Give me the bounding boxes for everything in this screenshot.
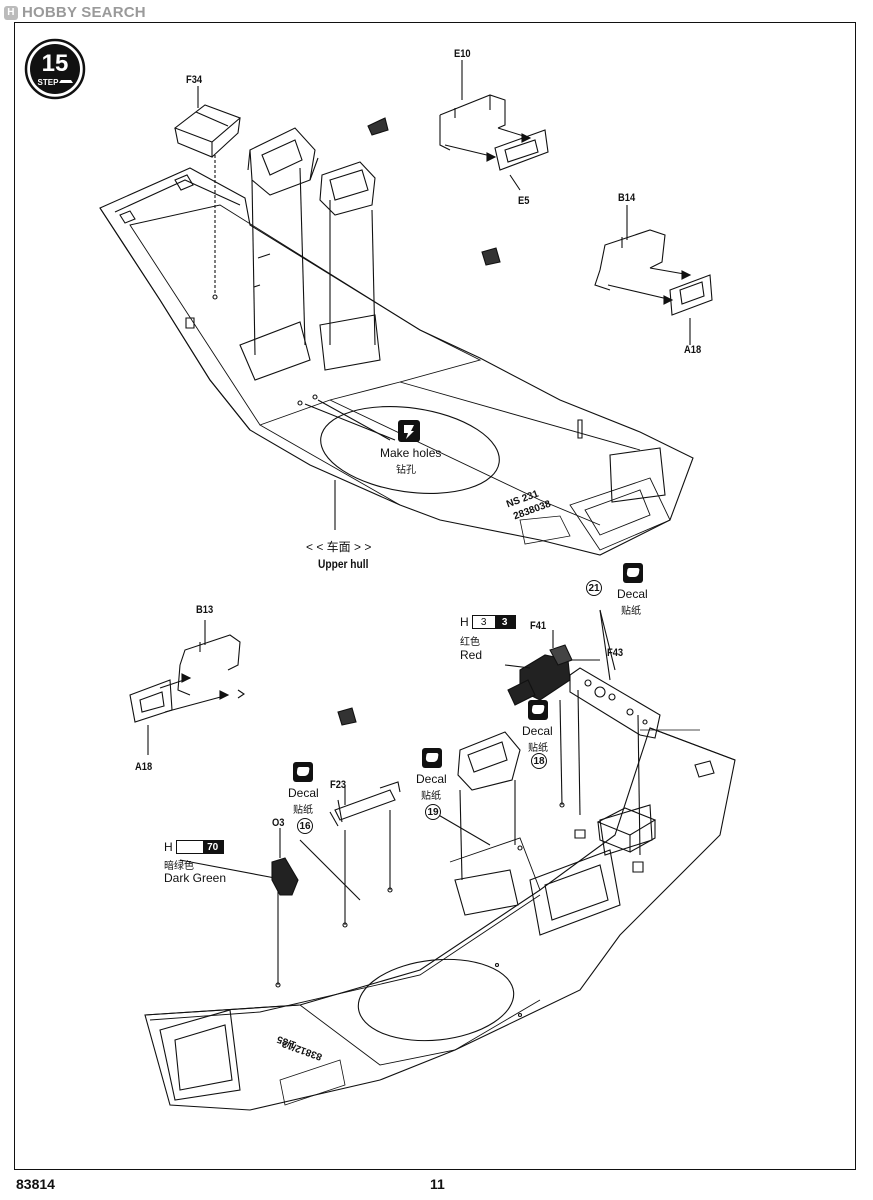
part-f34-drawing	[173, 86, 242, 158]
paint-prefix: H	[460, 615, 469, 629]
part-label-a18-top: A18	[684, 344, 702, 356]
upper-hull-label: Upper hull	[318, 557, 369, 571]
direction-arrow-bottom	[337, 707, 357, 726]
part-label-b13: B13	[196, 604, 214, 616]
part-label-f43: F43	[607, 647, 624, 659]
paint-code-black: 3	[494, 616, 515, 628]
paint-code-box: 3 3	[471, 615, 516, 629]
paint-name-zh: 红色	[460, 637, 480, 648]
decal-number-21: 21	[586, 580, 602, 596]
decal-label-zh: 贴纸	[293, 805, 313, 816]
lower-hull-drawing	[144, 609, 736, 1111]
watermark-text: HOBBY SEARCH	[22, 4, 146, 21]
paint-name: Dark Green	[164, 871, 227, 885]
step-number: 15	[42, 50, 69, 77]
upper-hull-drawing	[99, 155, 694, 556]
paint-code-white	[176, 841, 203, 853]
tank-icon	[59, 80, 73, 83]
decal-label-zh: 贴纸	[421, 791, 441, 802]
part-e10-e5-drawing	[439, 60, 549, 191]
kit-number: 83814	[16, 1176, 55, 1192]
part-label-e5: E5	[518, 195, 530, 207]
decal-number-18: 18	[531, 753, 547, 769]
part-b14-a18-drawing	[594, 205, 713, 345]
paint-code-white: 3	[472, 616, 495, 628]
decal-number-19: 19	[425, 804, 441, 820]
hobby-search-logo-icon: H	[4, 5, 18, 20]
part-f23-drawing	[329, 781, 401, 827]
paint-code-black: 70	[202, 841, 223, 853]
part-label-a18-bottom: A18	[135, 761, 153, 773]
step-badge: 15 STEP	[24, 38, 86, 100]
decal-icon	[528, 700, 548, 720]
decal-label-zh: 贴纸	[621, 606, 641, 617]
watermark: H HOBBY SEARCH	[4, 4, 146, 21]
part-label-e10: E10	[454, 48, 471, 60]
paint-code-dark-green: H 70	[164, 840, 224, 854]
decal-label: Decal	[416, 772, 447, 786]
paint-code-box: 70	[175, 840, 224, 854]
part-f41-drawing	[504, 630, 573, 706]
part-seat-2-drawing	[319, 161, 376, 216]
make-holes-label: Make holes	[380, 446, 442, 460]
step-label: STEP	[38, 78, 60, 87]
paint-prefix: H	[164, 840, 173, 854]
part-label-f23: F23	[330, 779, 347, 791]
decal-icon	[293, 762, 313, 782]
decal-icon	[623, 563, 643, 583]
decal-label: Decal	[617, 587, 648, 601]
paint-name-zh: 暗绿色	[164, 861, 194, 872]
paint-name: Red	[460, 648, 483, 662]
direction-arrows-top	[367, 117, 501, 266]
part-o3-drawing	[271, 828, 299, 896]
drill-icon	[398, 420, 420, 442]
page-number: 11	[430, 1176, 445, 1192]
part-b13-a18-drawing	[129, 620, 245, 755]
make-holes-label-zh: 钻孔	[396, 465, 416, 476]
part-box-bottom-drawing	[596, 807, 657, 853]
paint-code-red: H 3 3	[460, 615, 516, 629]
part-seat-3-drawing	[457, 731, 521, 791]
part-label-f34: F34	[186, 74, 203, 86]
decal-icon	[422, 748, 442, 768]
part-seat-1-drawing	[247, 127, 319, 196]
page-frame	[14, 22, 856, 1170]
upper-hull-label-zh: < < 车面 > >	[306, 540, 372, 554]
decal-label: Decal	[288, 786, 319, 800]
part-label-o3: O3	[272, 817, 285, 829]
decal-label: Decal	[522, 724, 553, 738]
part-label-f41: F41	[530, 620, 547, 632]
part-label-b14: B14	[618, 192, 636, 204]
decal-label-zh: 贴纸	[528, 743, 548, 754]
decal-number-16: 16	[297, 818, 313, 834]
part-f43-drawing	[569, 609, 661, 739]
